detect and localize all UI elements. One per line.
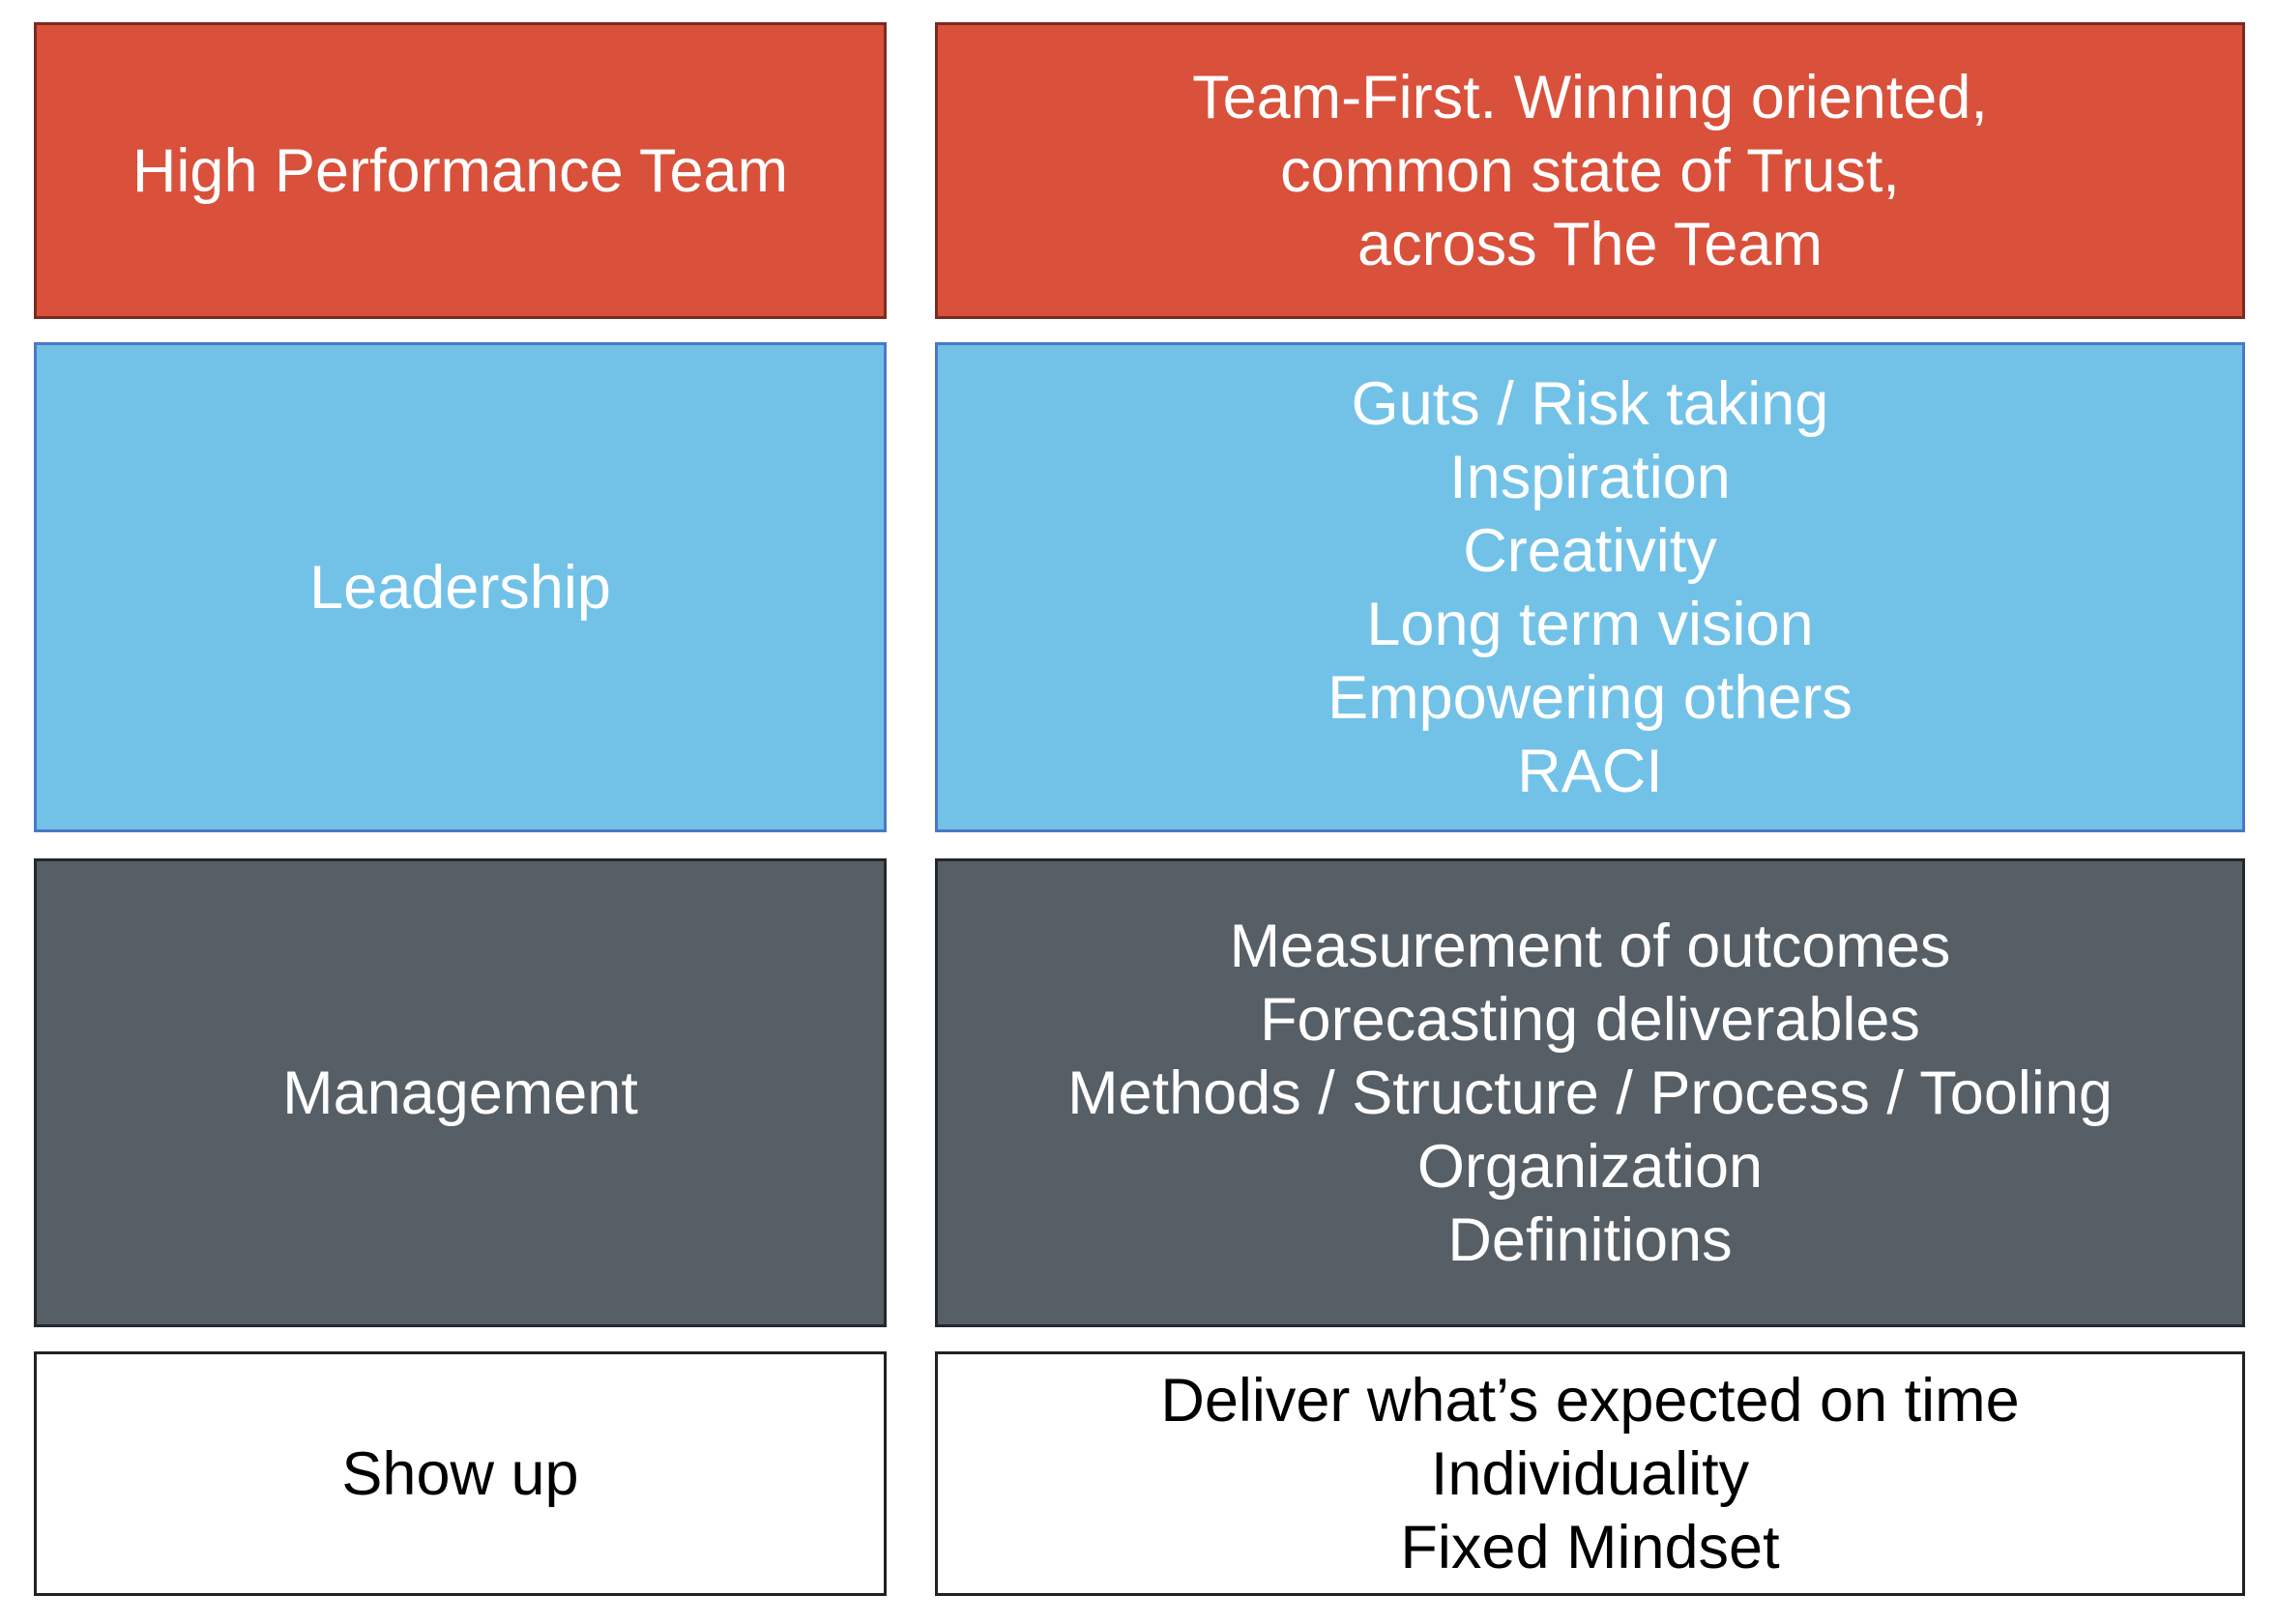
- high-performance-team-box: High Performance Team: [34, 22, 887, 319]
- row-label: High Performance Team: [131, 136, 789, 205]
- detail-line: Inspiration: [1449, 443, 1731, 511]
- detail-line: Methods / Structure / Process / Tooling: [1067, 1058, 2113, 1127]
- detail-line: Forecasting deliverables: [1260, 985, 1920, 1054]
- detail-line: Measurement of outcomes: [1229, 912, 1951, 980]
- detail-line: Fixed Mindset: [1400, 1513, 1780, 1581]
- detail-line: Deliver what’s expected on time: [1160, 1366, 2020, 1435]
- detail-line: Organization: [1416, 1132, 1764, 1201]
- leadership-box: Leadership: [34, 342, 887, 832]
- row-label: Leadership: [309, 553, 611, 622]
- high-performance-team-details-box: Team-First. Winning oriented, common sta…: [935, 22, 2245, 319]
- row-label: Management: [282, 1058, 638, 1127]
- detail-line: Empowering others: [1328, 663, 1853, 732]
- detail-line: common state of Trust,: [1280, 136, 1900, 205]
- management-details-box: Measurement of outcomes Forecasting deli…: [935, 858, 2245, 1327]
- detail-line: Team-First. Winning oriented,: [1192, 63, 1988, 131]
- show-up-details-box: Deliver what’s expected on time Individu…: [935, 1351, 2245, 1596]
- row-label: Show up: [341, 1439, 579, 1508]
- detail-line: Individuality: [1430, 1439, 1750, 1508]
- detail-line: Long term vision: [1366, 590, 1814, 658]
- detail-line: across The Team: [1357, 210, 1823, 278]
- detail-line: RACI: [1517, 737, 1663, 805]
- show-up-box: Show up: [34, 1351, 887, 1596]
- detail-line: Guts / Risk taking: [1351, 369, 1829, 438]
- management-box: Management: [34, 858, 887, 1327]
- detail-line: Creativity: [1463, 516, 1717, 585]
- detail-line: Definitions: [1447, 1205, 1733, 1274]
- leadership-details-box: Guts / Risk taking Inspiration Creativit…: [935, 342, 2245, 832]
